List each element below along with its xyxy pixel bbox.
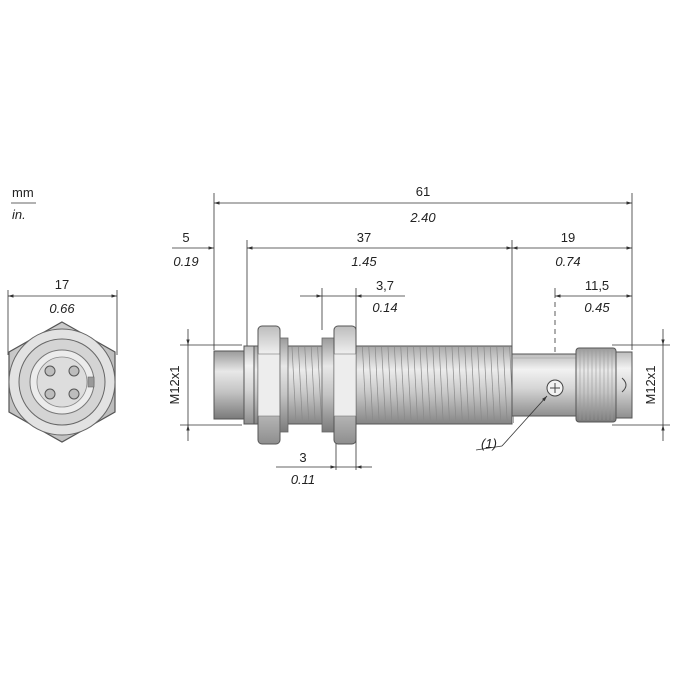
- thread-line: [483, 346, 489, 424]
- callout-leader: [501, 395, 548, 447]
- tail-in: 0.74: [555, 254, 580, 269]
- thread-line: [387, 346, 393, 424]
- thread-line: [298, 346, 303, 424]
- thread-line: [374, 346, 380, 424]
- thread-line: [413, 346, 418, 424]
- overall-in: 2.40: [409, 210, 436, 225]
- connector-end: [615, 351, 633, 419]
- connector-in: 0.45: [584, 300, 610, 315]
- threaded-barrel: [253, 345, 513, 425]
- thread-line: [368, 346, 374, 424]
- hex-nut-1-flat: [257, 353, 281, 417]
- unit-in: in.: [12, 207, 26, 222]
- keyway: [87, 376, 95, 388]
- side-view: 61 2.40 5 0.19 37 1.45 19 0.74 3,7 0.14 …: [167, 184, 670, 487]
- front-shoulder: [243, 345, 255, 425]
- pin-1: [44, 365, 56, 377]
- thread-line: [406, 346, 412, 424]
- thread-line: [419, 346, 425, 424]
- left-thread-label: M12x1: [167, 365, 182, 404]
- callout-underline: [475, 445, 503, 451]
- front-width-in: 0.66: [49, 301, 75, 316]
- callout-label: (1): [481, 436, 497, 451]
- washer-mm: 3: [299, 450, 306, 465]
- pin-2: [68, 365, 80, 377]
- nut-mm: 3,7: [376, 278, 394, 293]
- front-view: 17 0.66: [7, 277, 118, 443]
- washer-in: 0.11: [291, 472, 315, 487]
- thread-line: [470, 346, 476, 424]
- pin-3: [44, 388, 56, 400]
- thread-line: [304, 346, 310, 424]
- units-legend: mm in.: [11, 185, 36, 222]
- thread-line: [291, 346, 297, 424]
- thread-line: [496, 346, 502, 424]
- thread-lines: [291, 346, 514, 424]
- sensing-face: [213, 350, 249, 420]
- lock-washer-2: [321, 337, 335, 433]
- thread-line: [394, 346, 399, 424]
- knurl-lines: [579, 350, 613, 420]
- thread-line: [381, 346, 386, 424]
- thread-line: [362, 346, 367, 424]
- front-in: 0.19: [173, 254, 198, 269]
- thread-line: [310, 346, 316, 424]
- overall-mm: 61: [416, 184, 430, 199]
- front-mm: 5: [182, 230, 189, 245]
- thread-line: [502, 346, 508, 424]
- hex-nut-2-flat: [333, 353, 357, 417]
- tail-mm: 19: [561, 230, 575, 245]
- thread-line: [438, 346, 444, 424]
- thread-line: [458, 346, 463, 424]
- thread-line: [426, 346, 431, 424]
- right-thread-label: M12x1: [643, 365, 658, 404]
- connector-end-detail: [621, 377, 627, 393]
- pin-4: [68, 388, 80, 400]
- thread-line: [477, 346, 482, 424]
- thread-line: [490, 346, 495, 424]
- thread-line: [464, 346, 470, 424]
- nut-in: 0.14: [372, 300, 397, 315]
- thread-line: [317, 346, 322, 424]
- thread-line: [432, 346, 438, 424]
- thread-line: [451, 346, 457, 424]
- rear-body: [511, 353, 577, 417]
- connector-mm: 11,5: [585, 278, 609, 293]
- thread-mm: 37: [357, 230, 371, 245]
- thread-in: 1.45: [351, 254, 377, 269]
- thread-line: [445, 346, 450, 424]
- unit-mm: mm: [12, 185, 34, 200]
- front-width-mm: 17: [55, 277, 69, 292]
- lock-washer-1: [279, 337, 289, 433]
- pin-insert: [36, 356, 88, 408]
- thread-line: [400, 346, 406, 424]
